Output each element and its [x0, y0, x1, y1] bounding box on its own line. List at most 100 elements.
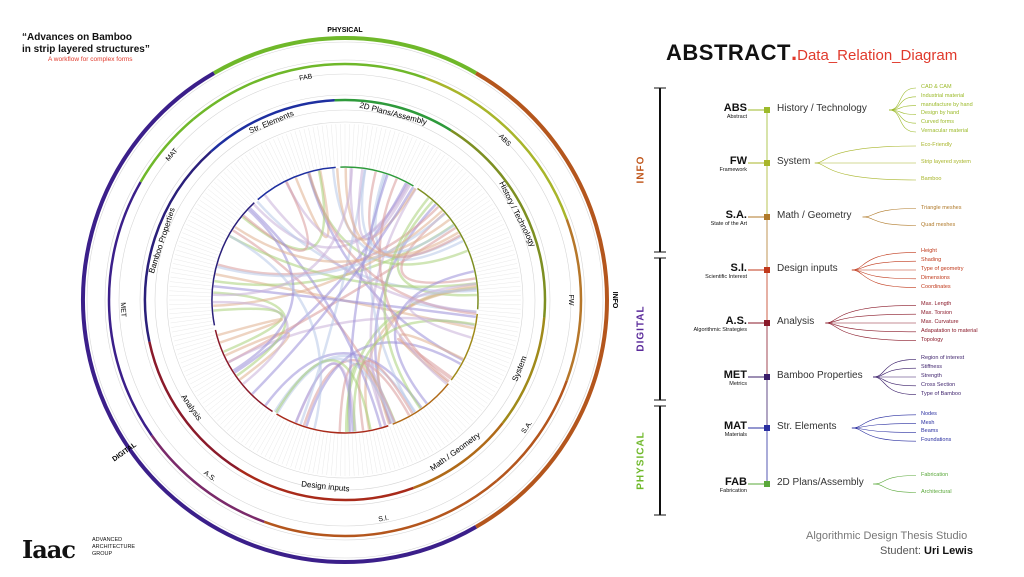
segment-tick	[169, 295, 212, 297]
inner-segment-base	[340, 166, 414, 187]
segment-tick	[351, 433, 355, 476]
row-code-sub: Algorithmic Strategies	[693, 327, 748, 333]
segment-tick	[372, 431, 382, 473]
leaf-item: Quad meshes	[921, 221, 956, 228]
segment-tick	[423, 408, 449, 443]
segment-tick	[467, 354, 506, 372]
leaf-connector	[888, 109, 917, 133]
studio-name: Algorithmic Design Thesis Studio	[806, 530, 968, 542]
segment-tick	[439, 394, 470, 425]
segment-tick	[434, 169, 463, 201]
leaf-item: manufacture by hand	[921, 101, 973, 108]
segment-tick	[477, 272, 519, 280]
chord	[274, 358, 372, 430]
segment-tick	[303, 128, 314, 170]
leaf-connector	[873, 367, 917, 378]
student-credit: Student: Uri Lewis	[880, 545, 973, 557]
inner-segment-base	[214, 329, 273, 413]
segment-tick	[252, 414, 276, 451]
segment-tick	[348, 433, 350, 476]
segment-tick	[477, 317, 520, 324]
wheel-chords	[212, 167, 477, 433]
guide-ring	[154, 109, 536, 491]
segment-tick	[468, 232, 508, 249]
segment-tick	[260, 417, 282, 455]
middle-ring-arc	[565, 218, 583, 382]
segment-tick	[308, 127, 318, 169]
segment-tick	[468, 351, 508, 368]
segment-tick	[172, 327, 214, 337]
segment-tick	[476, 327, 518, 337]
segment-tick	[245, 410, 270, 446]
segment-tick	[417, 412, 442, 448]
segment-tick	[451, 192, 485, 219]
segment-tick	[182, 232, 222, 249]
inner-ring-arc	[501, 317, 546, 424]
segment-tick	[326, 124, 332, 167]
segment-tick	[170, 317, 213, 324]
chord	[357, 168, 411, 240]
segment-tick	[330, 124, 335, 167]
segment-tick	[369, 431, 378, 474]
leaf-item: Region of interest	[921, 355, 965, 362]
segment-tick	[358, 433, 364, 476]
leaf-connector	[888, 96, 917, 111]
segment-tick	[177, 341, 218, 355]
segment-tick	[335, 433, 339, 476]
segment-tick	[312, 126, 321, 169]
header-dot: .	[791, 40, 798, 65]
middle-ring-arc	[150, 434, 265, 523]
chord	[276, 357, 394, 424]
segment-tick	[449, 189, 482, 216]
outer-ring-arc	[474, 71, 609, 529]
inner-ring-arc	[148, 341, 240, 471]
outer-ring-arc	[81, 71, 477, 564]
leaf-item: Fabrication	[921, 471, 949, 478]
leaf-item: Max. Curvature	[921, 319, 959, 325]
segment-tick	[252, 149, 276, 186]
header-main: ABSTRACT	[666, 40, 791, 65]
segment-tick	[256, 147, 279, 185]
segment-tick	[355, 433, 360, 476]
segment-tick	[176, 249, 217, 263]
row-marker	[764, 320, 770, 326]
guide-ring	[118, 73, 572, 527]
segment-tick	[340, 124, 342, 167]
chord	[251, 186, 415, 395]
chord	[378, 178, 450, 383]
segment-tick	[179, 344, 219, 359]
row-marker	[764, 481, 770, 487]
segment-tick	[330, 433, 335, 476]
segment-tick	[464, 360, 502, 381]
segment-tick	[478, 310, 521, 315]
row-code-sub: State of the Art	[710, 221, 747, 227]
segment-tick	[281, 135, 298, 175]
chord	[234, 218, 451, 263]
segment-tick	[326, 433, 332, 476]
chord	[232, 208, 295, 372]
segment-tick	[478, 303, 521, 305]
segment-tick	[476, 263, 518, 273]
chord	[368, 173, 416, 414]
segment-tick	[471, 344, 511, 359]
middle-ring-label: MAT	[165, 147, 180, 163]
segment-tick	[411, 415, 434, 453]
segment-tick	[362, 432, 369, 475]
segment-tick	[408, 417, 430, 455]
leaf-connector	[851, 414, 917, 429]
guide-ring	[86, 41, 604, 559]
segment-tick	[186, 357, 225, 376]
leaf-item: Height	[921, 248, 937, 255]
leaf-item: Nodes	[921, 410, 937, 417]
segment-tick	[478, 281, 521, 287]
leaf-item: Stiffness	[921, 364, 942, 371]
segment-tick	[470, 347, 510, 364]
segment-tick	[362, 125, 369, 168]
row-code-sub: Scientific Interest	[705, 274, 747, 280]
segment-tick	[192, 366, 230, 389]
segment-tick	[462, 363, 500, 385]
segment-tick	[462, 215, 500, 237]
row-marker	[764, 267, 770, 273]
segment-tick	[472, 341, 513, 355]
segment-tick	[446, 386, 479, 415]
